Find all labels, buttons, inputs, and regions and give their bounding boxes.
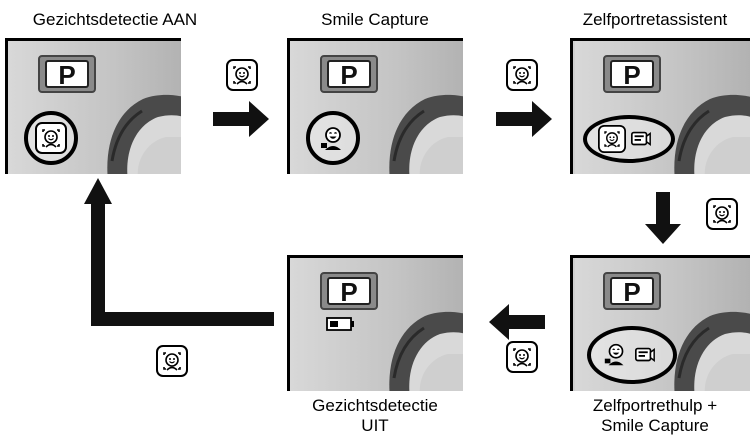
face-detect-icon xyxy=(35,122,67,154)
arrow-left-icon xyxy=(489,304,545,340)
program-mode-letter: P xyxy=(327,277,371,306)
arrow-down-icon xyxy=(645,192,681,244)
screen-face-detect-off: P xyxy=(287,255,463,391)
battery-icon xyxy=(326,317,354,331)
face-detect-button-icon xyxy=(226,59,258,91)
program-mode-badge: P xyxy=(38,55,96,93)
selection-circle xyxy=(24,111,78,165)
smile-icon xyxy=(318,123,348,153)
program-mode-letter: P xyxy=(45,60,89,89)
selection-oval xyxy=(587,326,677,384)
arrow-right-icon xyxy=(496,101,552,137)
screen-self-portrait-assistant: P xyxy=(570,38,750,174)
label-self-portrait-help: Zelfportrethulp +Smile Capture xyxy=(592,396,718,435)
arrow-right-icon xyxy=(213,101,269,137)
face-detect-icon xyxy=(598,125,626,153)
screen-smile-capture: P xyxy=(287,38,463,174)
face-detect-button-icon xyxy=(506,341,538,373)
label-face-detect-on: Gezichtsdetectie AAN xyxy=(32,10,198,29)
face-detect-button-icon xyxy=(506,59,538,91)
program-mode-badge: P xyxy=(603,272,661,310)
label-smile-capture: Smile Capture xyxy=(321,10,429,29)
self-portrait-icon xyxy=(634,344,656,366)
screen-self-portrait-help-smile: P xyxy=(570,255,750,391)
label-self-portrait-assistant: Zelfportretassistent xyxy=(582,10,728,29)
smile-icon xyxy=(602,340,630,368)
program-mode-badge: P xyxy=(603,55,661,93)
program-mode-letter: P xyxy=(327,60,371,89)
face-detect-button-icon xyxy=(706,198,738,230)
selection-oval xyxy=(583,115,675,163)
arrow-up-loop-icon xyxy=(84,178,274,326)
program-mode-letter: P xyxy=(610,277,654,306)
program-mode-badge: P xyxy=(320,55,378,93)
program-mode-badge: P xyxy=(320,272,378,310)
screen-face-detect-on: P xyxy=(5,38,181,174)
program-mode-letter: P xyxy=(610,60,654,89)
face-detect-button-icon xyxy=(156,345,188,377)
self-portrait-icon xyxy=(630,128,652,150)
